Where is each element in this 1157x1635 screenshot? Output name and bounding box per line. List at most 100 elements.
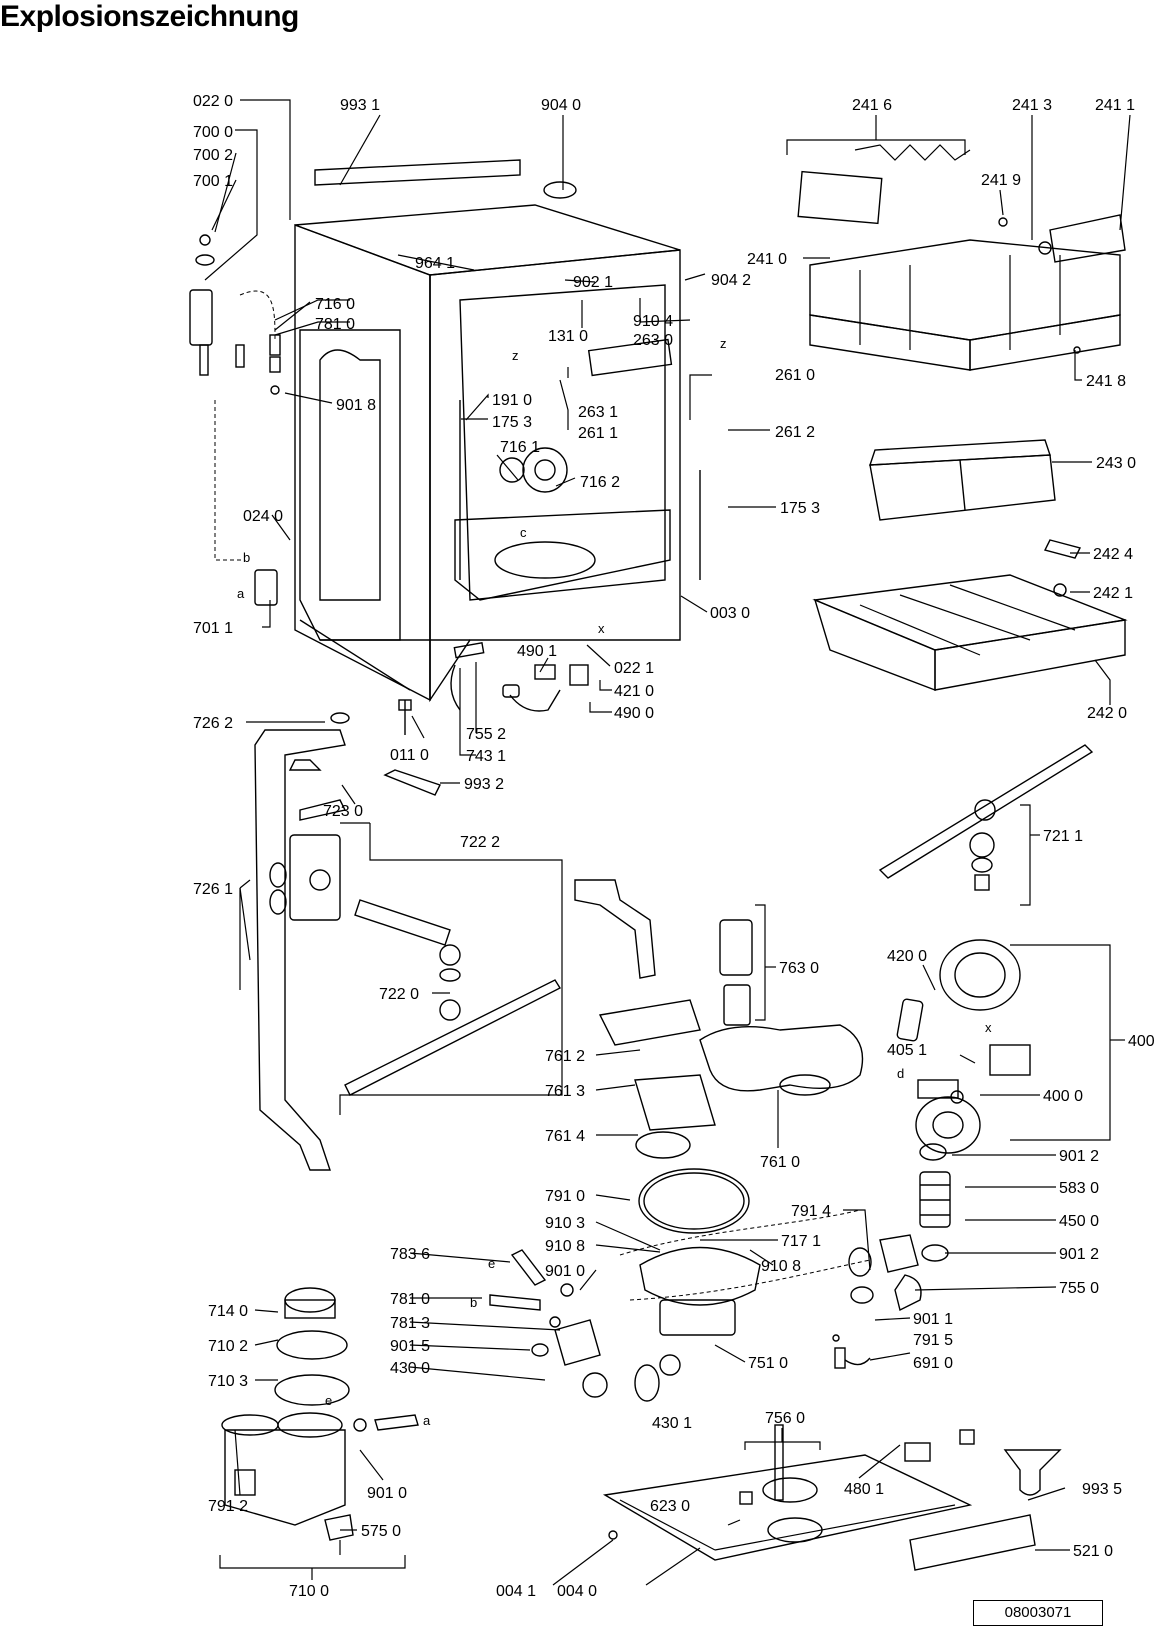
part-label-716-2: 716 2 — [580, 474, 620, 491]
part-label-400-0-group: 400 0 — [1128, 1033, 1157, 1050]
part-label-241-1: 241 1 — [1095, 97, 1135, 114]
part-label-761-4: 761 4 — [545, 1128, 585, 1145]
lower-spray-arm — [344, 899, 561, 1096]
part-label-783-6: 783 6 — [390, 1246, 430, 1263]
part-label-191-0: 191 0 — [492, 392, 532, 409]
part-label-480-1: 480 1 — [844, 1481, 884, 1498]
part-label-400-0: 400 0 — [1043, 1088, 1083, 1105]
part-label-721-1: 721 1 — [1043, 828, 1083, 845]
part-label-521-0: 521 0 — [1073, 1543, 1113, 1560]
part-label-904-0: 904 0 — [541, 97, 581, 114]
part-label-175-3-lower: 175 3 — [780, 500, 820, 517]
part-label-716-0: 716 0 — [315, 296, 355, 313]
marker-e-lower: e — [325, 1393, 332, 1408]
part-label-901-0-upper: 901 0 — [545, 1263, 585, 1280]
part-label-024-0: 024 0 — [243, 508, 283, 525]
part-label-022-0: 022 0 — [193, 93, 233, 110]
part-label-716-1: 716 1 — [500, 439, 540, 456]
part-label-910-4: 910 4 — [633, 313, 673, 330]
part-label-761-3: 761 3 — [545, 1083, 585, 1100]
part-label-430-1: 430 1 — [652, 1415, 692, 1432]
part-label-761-2: 761 2 — [545, 1048, 585, 1065]
part-label-011-0: 011 0 — [390, 747, 429, 764]
part-label-623-0: 623 0 — [650, 1498, 690, 1515]
sump-and-pipes — [574, 879, 864, 1402]
marker-b-upper: b — [243, 550, 250, 565]
part-label-910-8-right: 910 8 — [761, 1258, 801, 1275]
water-softener — [221, 1249, 608, 1555]
part-label-242-4: 242 4 — [1093, 546, 1133, 563]
part-label-004-1: 004 1 — [496, 1583, 536, 1600]
part-label-420-0: 420 0 — [887, 948, 927, 965]
part-label-490-0: 490 0 — [614, 705, 654, 722]
part-label-490-1: 490 1 — [517, 643, 557, 660]
part-label-405-1: 405 1 — [887, 1042, 927, 1059]
part-label-901-2-lower: 901 2 — [1059, 1246, 1099, 1263]
part-label-004-0: 004 0 — [557, 1583, 597, 1600]
part-label-791-5: 791 5 — [913, 1332, 953, 1349]
part-label-781-3: 781 3 — [390, 1315, 430, 1332]
part-label-901-8: 901 8 — [336, 397, 376, 414]
motor-pump — [832, 939, 1031, 1369]
part-label-755-2: 755 2 — [466, 726, 506, 743]
marker-x-cabinet: x — [598, 621, 605, 636]
part-label-901-5: 901 5 — [390, 1338, 430, 1355]
part-label-261-1: 261 1 — [578, 425, 618, 442]
upper-basket — [797, 144, 1126, 371]
part-label-717-1: 717 1 — [781, 1233, 821, 1250]
cabinet-frame — [294, 159, 701, 703]
lower-basket — [812, 539, 1128, 692]
part-label-993-2: 993 2 — [464, 776, 504, 793]
part-label-241-9: 241 9 — [981, 172, 1021, 189]
part-label-751-0: 751 0 — [748, 1355, 788, 1372]
part-label-781-0-lower: 781 0 — [390, 1291, 430, 1308]
part-label-901-0-lower: 901 0 — [367, 1485, 407, 1502]
part-label-910-8-left: 910 8 — [545, 1238, 585, 1255]
part-label-175-3-upper: 175 3 — [492, 414, 532, 431]
part-label-700-2: 700 2 — [193, 147, 233, 164]
reference-markers: z z b a c x x d e b e a — [237, 336, 992, 1428]
part-label-722-2: 722 2 — [460, 834, 500, 851]
spray-pipe-left — [254, 712, 350, 1171]
part-label-421-0: 421 0 — [614, 683, 654, 700]
part-label-964-1: 964 1 — [415, 255, 455, 272]
part-label-722-0: 722 0 — [379, 986, 419, 1003]
part-label-726-1: 726 1 — [193, 881, 233, 898]
marker-z-left: z — [512, 348, 519, 363]
part-label-993-5: 993 5 — [1082, 1481, 1122, 1498]
part-labels: 022 0 993 1 904 0 700 0 700 2 700 1 964 … — [193, 93, 1157, 1600]
part-label-242-1: 242 1 — [1093, 585, 1133, 602]
marker-x-motor: x — [985, 1020, 992, 1035]
part-label-761-0: 761 0 — [760, 1154, 800, 1171]
part-label-691-0: 691 0 — [913, 1355, 953, 1372]
part-label-583-0: 583 0 — [1059, 1180, 1099, 1197]
part-label-263-0: 263 0 — [633, 332, 673, 349]
part-label-003-0: 003 0 — [710, 605, 750, 622]
document-number: 08003071 — [973, 1600, 1103, 1626]
part-label-700-1: 700 1 — [193, 173, 233, 190]
part-label-791-0: 791 0 — [545, 1188, 585, 1205]
part-label-755-0: 755 0 — [1059, 1280, 1099, 1297]
part-label-901-1: 901 1 — [913, 1311, 953, 1328]
marker-a-lower: a — [423, 1413, 431, 1428]
part-label-910-3: 910 3 — [545, 1215, 585, 1232]
part-label-241-6: 241 6 — [852, 97, 892, 114]
part-label-701-1: 701 1 — [193, 620, 233, 637]
part-label-904-2: 904 2 — [711, 272, 751, 289]
part-label-241-0: 241 0 — [747, 251, 787, 268]
part-label-700-0: 700 0 — [193, 124, 233, 141]
part-label-723-0: 723 0 — [323, 803, 363, 820]
part-label-791-4: 791 4 — [791, 1203, 831, 1220]
part-label-263-1: 263 1 — [578, 404, 618, 421]
part-label-710-3: 710 3 — [208, 1373, 248, 1390]
part-label-763-0: 763 0 — [779, 960, 819, 977]
part-label-131-0: 131 0 — [548, 328, 588, 345]
part-label-022-1: 022 1 — [614, 660, 654, 677]
part-label-242-0: 242 0 — [1087, 705, 1127, 722]
part-label-710-2: 710 2 — [208, 1338, 248, 1355]
part-label-756-0: 756 0 — [765, 1410, 805, 1427]
part-label-261-2: 261 2 — [775, 424, 815, 441]
part-label-430-0: 430 0 — [390, 1360, 430, 1377]
page-title: Explosionszeichnung — [0, 0, 299, 33]
